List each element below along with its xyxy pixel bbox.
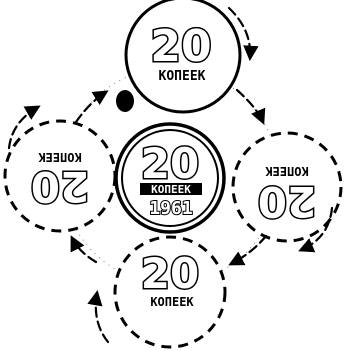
coin-right: 20 КОПЕЕК (233, 133, 341, 241)
coin-left-unit: КОПЕЕК (38, 150, 82, 164)
coin-top: 20 КОПЕЕК (126, 0, 240, 112)
coin-bottom-value: 20 (141, 249, 199, 298)
coin-center: 20 КОПЕЕК 1961 (116, 124, 224, 232)
coin-bottom: 20 КОПЕЕК (115, 237, 225, 347)
coin-top-value: 20 (150, 21, 211, 72)
arrow-to-left-coin (72, 238, 96, 262)
arrow-bottom-left (96, 293, 108, 342)
coin-center-value: 20 (141, 139, 199, 188)
coin-top-unit: КОПЕЕК (159, 69, 206, 84)
coin-bottom-unit: КОПЕЕК (150, 295, 194, 309)
arrow-to-right-coin (237, 90, 263, 122)
coin-center-year: 1961 (149, 198, 192, 219)
coin-left-value: 20 (31, 162, 89, 211)
coin-center-unit: КОПЕЕК (151, 183, 191, 196)
arrow-to-top-coin (76, 92, 106, 122)
coin-right-unit: КОПЕЕК (265, 164, 309, 178)
coin-right-value: 20 (258, 177, 316, 226)
coin-left: 20 КОПЕЕК (5, 121, 115, 231)
arrow-to-bottom-coin (231, 236, 266, 264)
marker-dot (116, 90, 134, 112)
